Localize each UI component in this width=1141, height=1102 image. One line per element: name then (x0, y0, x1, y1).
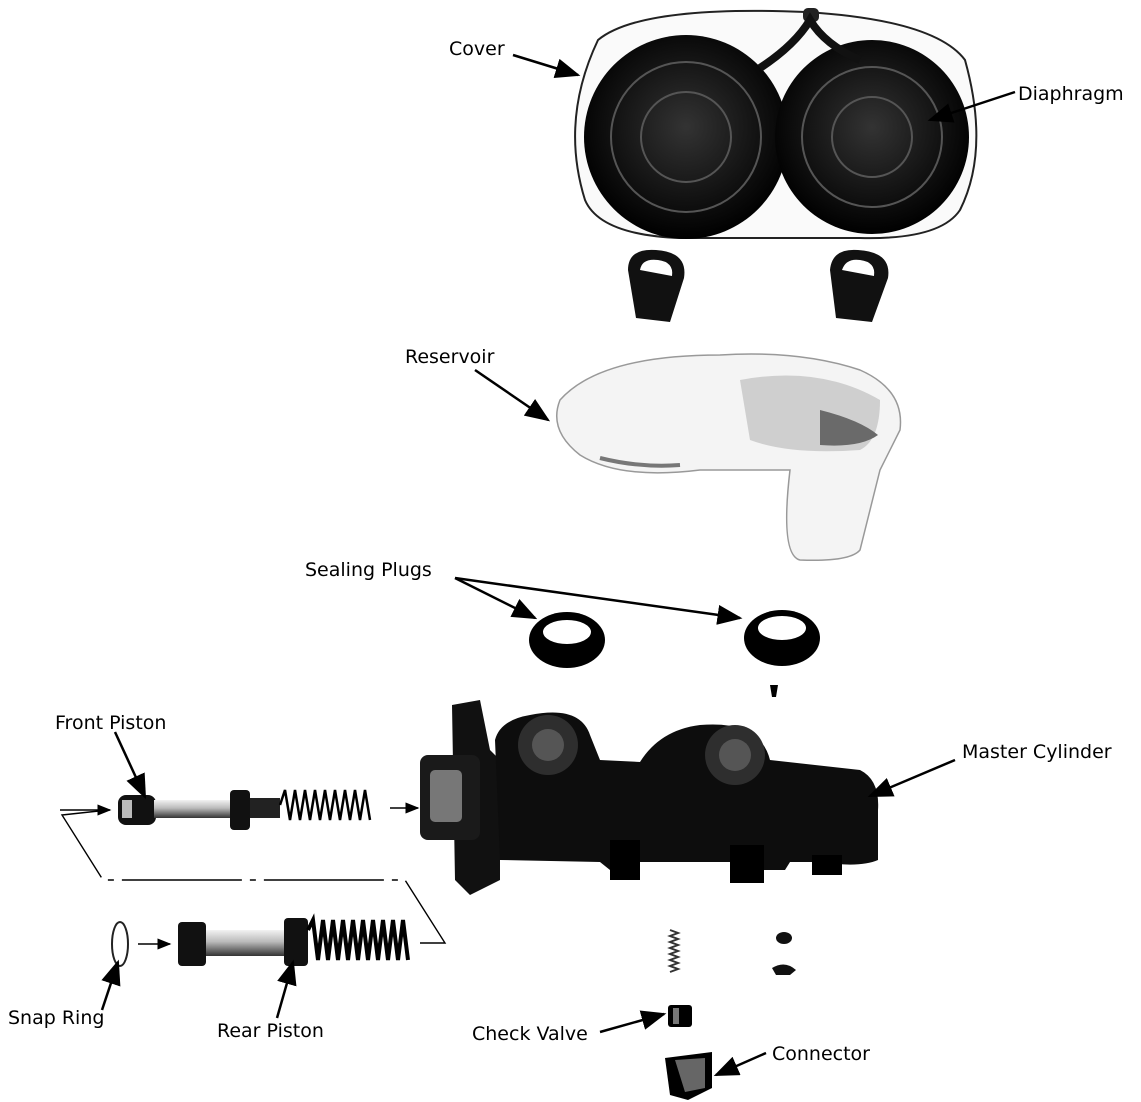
clip-right (830, 250, 888, 322)
label-connector: Connector (772, 1043, 870, 1065)
master-cylinder-part (420, 700, 878, 895)
label-master-cylinder: Master Cylinder (962, 741, 1112, 763)
label-snap-ring: Snap Ring (8, 1007, 104, 1029)
sealing-plug-left (529, 612, 605, 668)
label-reservoir: Reservoir (405, 346, 495, 368)
small-fittings (772, 932, 796, 975)
label-front-piston: Front Piston (55, 712, 166, 734)
sealing-plug-right (744, 610, 820, 666)
label-cover: Cover (449, 38, 505, 60)
rear-piston-part (178, 918, 408, 966)
label-rear-piston: Rear Piston (217, 1020, 324, 1042)
reservoir-part (557, 354, 901, 560)
front-piston-part (118, 790, 370, 830)
small-spring-part (670, 930, 678, 972)
label-sealing-plugs: Sealing Plugs (305, 559, 432, 581)
check-valve-part (668, 1005, 692, 1027)
clip-left (628, 250, 684, 322)
label-check-valve: Check Valve (472, 1023, 588, 1045)
snap-ring-part (112, 922, 128, 966)
label-diaphragm: Diaphragm (1018, 83, 1124, 105)
connector-part (665, 1052, 712, 1100)
